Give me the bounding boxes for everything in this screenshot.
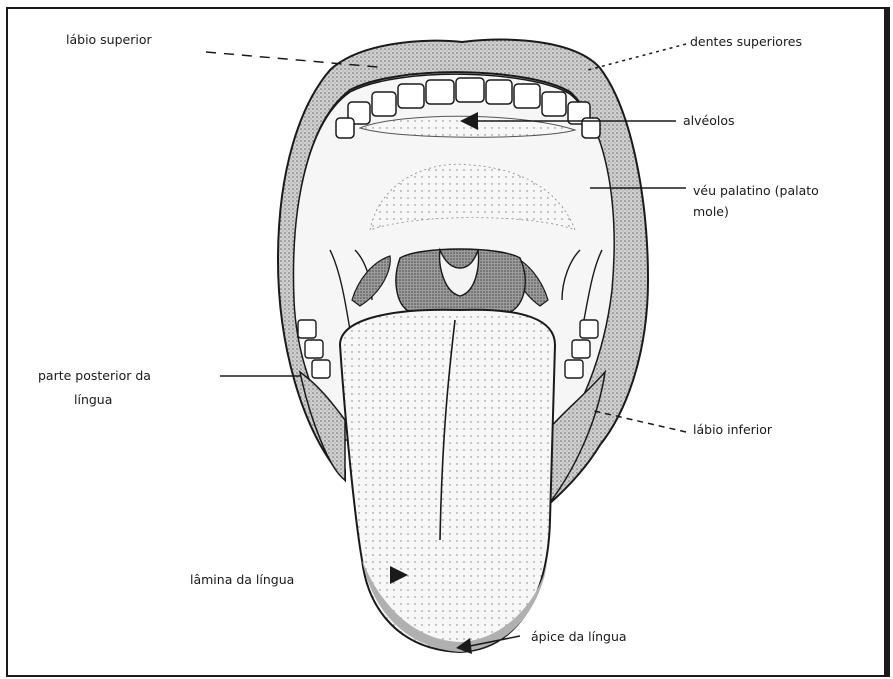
label-parte-posterior-line1: parte posterior da xyxy=(38,368,151,383)
frame-thick-right xyxy=(884,8,889,676)
tongue xyxy=(340,310,555,652)
label-labio-superior: lábio superior xyxy=(66,32,152,47)
label-apice: ápice da língua xyxy=(531,629,627,644)
label-dentes-superiores: dentes superiores xyxy=(690,34,802,49)
label-veu-palatino-line1: véu palatino (palato xyxy=(693,183,819,198)
uvula xyxy=(396,249,525,312)
leader-dentes-superiores xyxy=(588,44,686,70)
label-labio-inferior: lábio inferior xyxy=(693,422,773,437)
label-alveolos: alvéolos xyxy=(683,113,735,128)
label-parte-posterior-line2: língua xyxy=(74,392,112,407)
label-veu-palatino-line2: mole) xyxy=(693,204,729,219)
label-lamina: lâmina da língua xyxy=(190,572,294,587)
